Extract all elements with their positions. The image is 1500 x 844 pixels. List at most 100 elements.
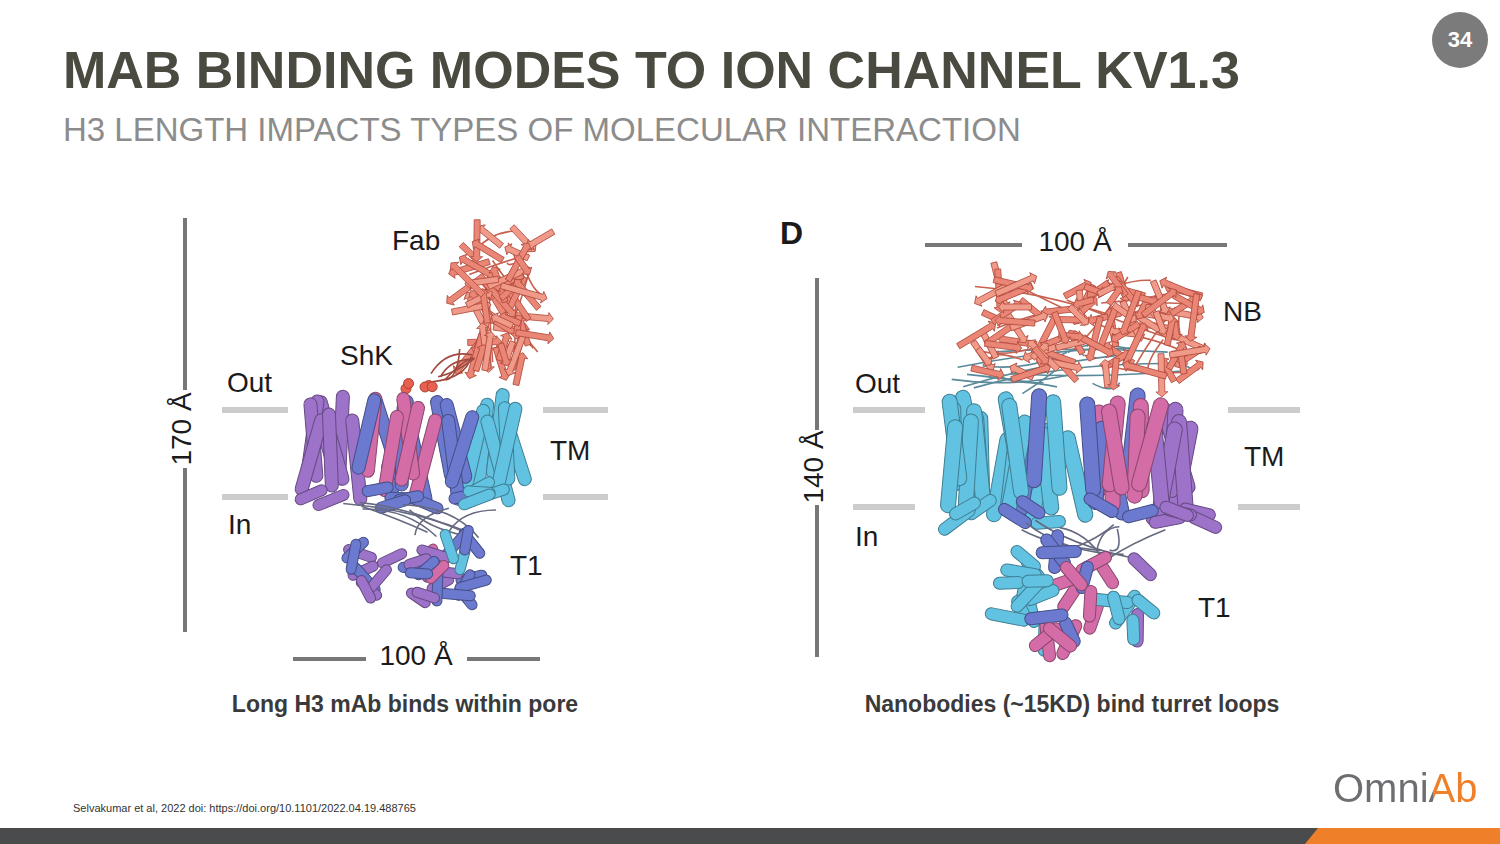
panel-letter: D: [780, 216, 803, 251]
membrane-line: [222, 407, 288, 413]
beta-strand: [469, 236, 506, 265]
beta-strand: [1104, 283, 1126, 307]
beta-strand: [1030, 344, 1053, 368]
panel-caption: Nanobodies (~15KD) bind turret loops: [865, 692, 1280, 717]
beta-strand: [447, 259, 488, 300]
helix-cylinder: [444, 409, 481, 490]
beta-strand: [1150, 310, 1170, 337]
helix-cylinder: [322, 408, 338, 492]
beta-strand: [515, 327, 555, 345]
helix-cylinder: [1045, 394, 1067, 496]
helix-cylinder: [355, 574, 378, 605]
beta-strand: [1121, 358, 1168, 382]
helix-cylinder: [947, 495, 982, 522]
helix-cylinder: [1022, 575, 1054, 588]
loop-strand: [431, 354, 472, 374]
loop-strand: [432, 357, 471, 382]
region-label: T1: [510, 551, 543, 582]
dimension-label: 100 Å: [379, 641, 452, 672]
helix-cylinder: [1106, 590, 1126, 626]
region-label: Out: [855, 369, 900, 400]
helix-cylinder: [1083, 585, 1097, 622]
beta-strand: [1065, 302, 1092, 329]
company-logo: OmniAb: [1333, 766, 1478, 810]
helix-cylinder: [345, 538, 361, 575]
frame-lines: [0, 218, 1500, 844]
membrane-line: [543, 407, 608, 413]
helix-cylinder: [1001, 397, 1030, 500]
helix-cylinder: [457, 487, 497, 511]
dimension-line: [183, 218, 187, 390]
helix-cylinder: [940, 419, 963, 513]
beta-strand: [479, 330, 497, 371]
beta-strand: [1184, 293, 1202, 342]
helix-cylinder: [411, 586, 441, 604]
helix-cylinder: [439, 588, 476, 601]
helix-cylinder: [1082, 491, 1120, 520]
helix-cylinder: [993, 576, 1024, 589]
beta-strand: [1169, 343, 1211, 361]
beta-strand: [970, 362, 1005, 381]
membrane-line: [222, 494, 288, 500]
helix-cylinder: [311, 488, 350, 512]
membrane-line: [543, 494, 608, 500]
citation: Selvakumar et al, 2022 doi: https://doi.…: [73, 802, 416, 814]
helix-cylinder: [351, 393, 382, 476]
region-label: T1: [1198, 593, 1231, 624]
toxin-atom: [427, 382, 437, 392]
helix-cylinder: [1036, 545, 1082, 559]
beta-strand: [1107, 358, 1122, 391]
helix-cylinder: [1158, 499, 1195, 523]
helix-cylinder: [1127, 614, 1140, 645]
protein-structures: [293, 220, 1223, 663]
toxin-atom: [404, 379, 414, 389]
helix-cylinder: [439, 528, 460, 565]
helix-cylinder: [490, 401, 523, 494]
beta-strand: [973, 345, 995, 369]
dimension-line: [293, 657, 366, 661]
footer-accent: [1305, 828, 1500, 844]
beta-strand: [495, 342, 513, 368]
beta-strand: [1049, 310, 1073, 346]
part-label: ShK: [340, 341, 393, 372]
helix-cylinder: [405, 568, 433, 580]
dimension-line: [815, 505, 819, 657]
helix-cylinder: [459, 525, 474, 556]
beta-strand: [512, 253, 535, 278]
helix-cylinder: [1041, 620, 1079, 654]
beta-strand: [1070, 328, 1116, 360]
dimension-line: [1128, 243, 1227, 247]
membrane-line: [1228, 407, 1300, 413]
membrane-line: [853, 407, 925, 413]
beta-strand: [998, 301, 1031, 313]
loop-strand: [363, 509, 437, 537]
membrane-line: [1238, 504, 1300, 510]
membrane-line: [853, 504, 915, 510]
dimension-label: 140 Å: [799, 430, 830, 503]
loop-strand: [444, 358, 474, 380]
part-label: NB: [1223, 297, 1262, 328]
dimension-line: [467, 657, 540, 661]
beta-strand: [489, 311, 515, 332]
loop-strand: [1110, 529, 1119, 551]
region-label: Out: [227, 368, 272, 399]
loop-strand: [1097, 527, 1120, 551]
helix-cylinder: [1026, 388, 1047, 488]
helix-cylinder: [1058, 559, 1090, 593]
slide-subtitle: H3 LENGTH IMPACTS TYPES OF MOLECULAR INT…: [63, 112, 1021, 148]
helix-cylinder: [984, 607, 1030, 628]
dimension-line: [815, 278, 819, 430]
beta-strand: [995, 314, 1036, 329]
loop-strand: [952, 376, 1067, 383]
dimension-label: 100 Å: [1038, 227, 1111, 258]
helix-cylinder: [996, 501, 1033, 531]
region-label: In: [855, 522, 878, 553]
region-label: TM: [1244, 442, 1284, 473]
page-number-badge: 34: [1432, 12, 1488, 68]
beta-strand: [503, 240, 534, 284]
helix-cylinder: [1100, 403, 1130, 496]
helix-cylinder: [361, 481, 394, 497]
dimension-line: [183, 468, 187, 632]
beta-strand: [1117, 289, 1145, 337]
helix-cylinder: [1130, 396, 1170, 493]
